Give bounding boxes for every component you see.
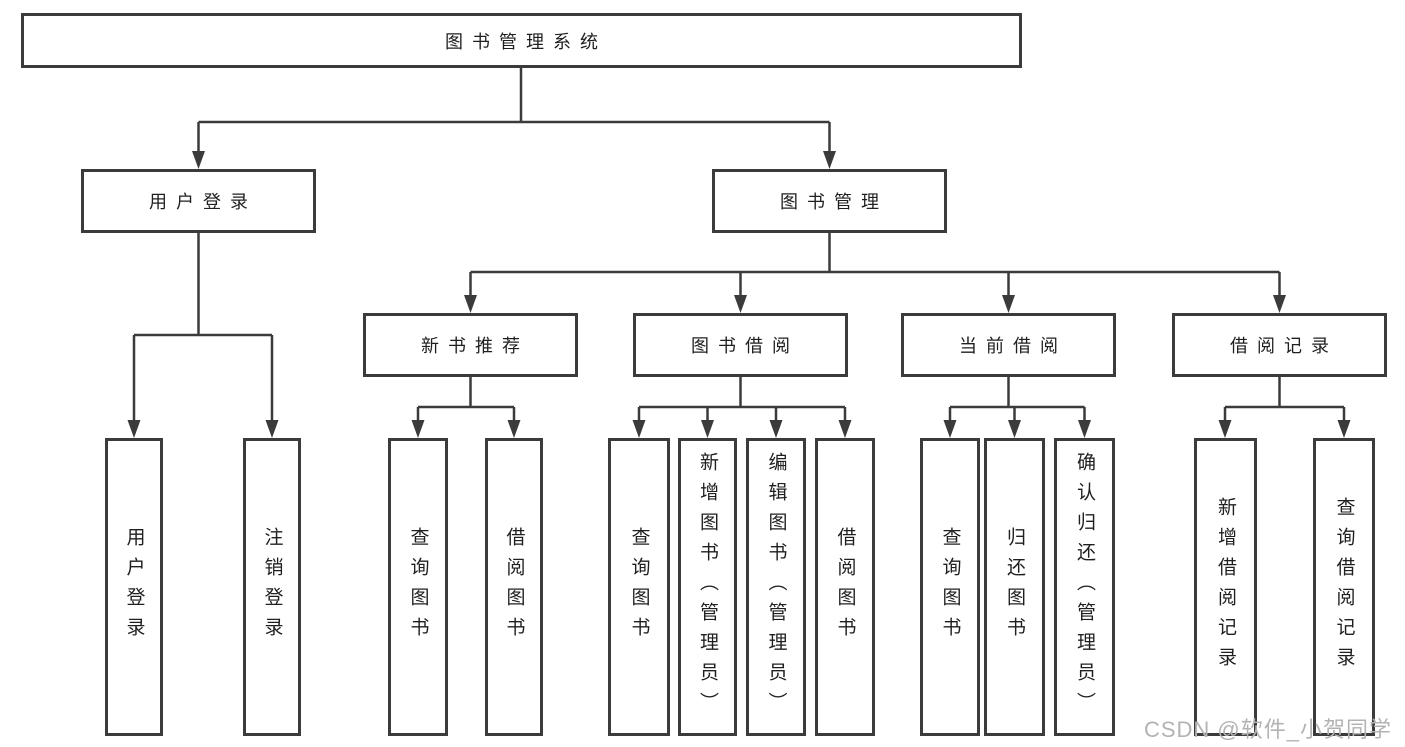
leaf-add-borrow-record: 新增借阅记录 [1194,438,1257,736]
leaf-query-books-current: 查询图书 [920,438,980,736]
node-book-management: 图书管理 [712,169,947,233]
leaf-return-books: 归还图书 [984,438,1045,736]
node-root-library-system: 图书管理系统 [21,13,1022,68]
node-new-book-recommend: 新书推荐 [363,313,578,377]
leaf-query-borrow-record: 查询借阅记录 [1313,438,1375,736]
leaf-borrow-books-recommend: 借阅图书 [485,438,543,736]
leaf-query-books-borrow: 查询图书 [608,438,670,736]
leaf-query-books-recommend: 查询图书 [388,438,448,736]
leaf-add-book-admin: 新增图书（管理员） [678,438,737,736]
leaf-borrow-books: 借阅图书 [815,438,875,736]
leaf-user-login: 用户登录 [105,438,163,736]
leaf-confirm-return-admin: 确认归还（管理员） [1054,438,1115,736]
arrowheads [127,151,1351,438]
node-borrow-records: 借阅记录 [1172,313,1387,377]
node-book-borrow: 图书借阅 [633,313,848,377]
csdn-watermark: CSDN @软件_小贺同学 [1143,717,1392,742]
leaf-edit-book-admin: 编辑图书（管理员） [746,438,806,736]
leaf-logout: 注销登录 [243,438,301,736]
node-user-login: 用户登录 [81,169,316,233]
node-current-borrow: 当前借阅 [901,313,1116,377]
